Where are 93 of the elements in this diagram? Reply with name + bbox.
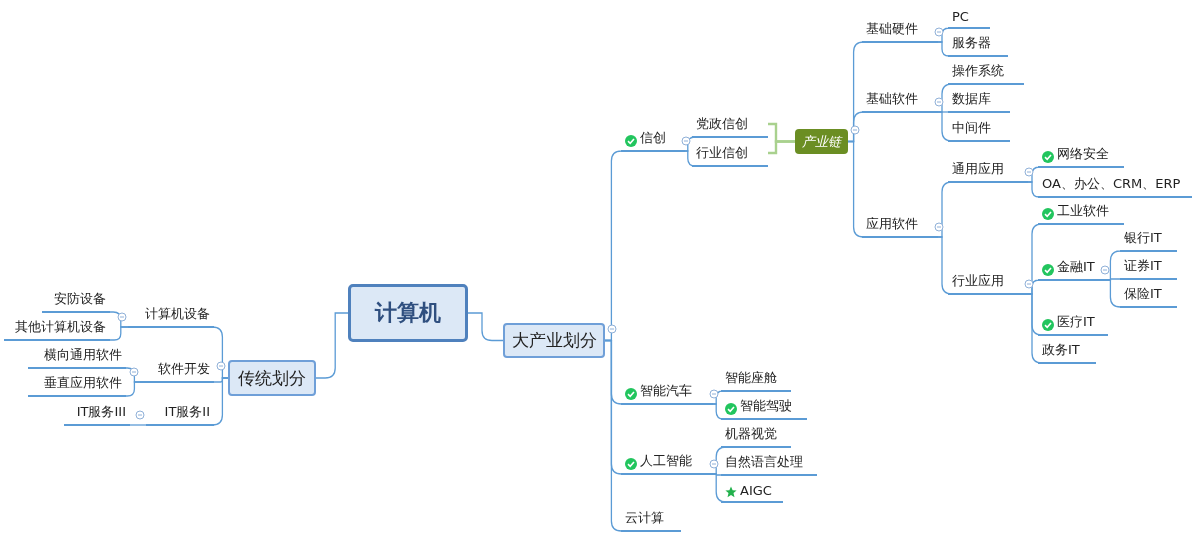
branch-topic bbox=[128, 306, 214, 328]
topic-text: 大产业划分 bbox=[511, 329, 597, 352]
topic-text: 产业链 bbox=[802, 132, 841, 151]
topic-text: 银行IT bbox=[1124, 229, 1162, 247]
branch-topic bbox=[1038, 176, 1192, 198]
topic-text: 操作系统 bbox=[952, 62, 1004, 80]
topic-text: 其他计算机设备 bbox=[15, 318, 106, 336]
branch-topic bbox=[1038, 146, 1124, 168]
branch-topic bbox=[1120, 286, 1177, 308]
topic-text: 行业信创 bbox=[696, 144, 748, 162]
topic-text: 信创 bbox=[640, 129, 666, 147]
topic-text: 工业软件 bbox=[1057, 202, 1109, 220]
topic-text: 软件开发 bbox=[158, 360, 210, 378]
connector-line bbox=[315, 312, 349, 379]
branch-topic bbox=[721, 398, 807, 420]
branch-topic bbox=[1120, 230, 1177, 252]
topic-text: 基础硬件 bbox=[866, 20, 918, 38]
connector-line bbox=[768, 140, 795, 155]
topic-text: AIGC bbox=[740, 483, 772, 498]
branch-topic bbox=[948, 161, 1028, 183]
topic-text: 计算机设备 bbox=[145, 305, 210, 323]
topic-text: 行业应用 bbox=[952, 272, 1004, 290]
topic-text: PC bbox=[952, 9, 969, 24]
connector-line bbox=[937, 41, 950, 57]
branch-topic bbox=[140, 361, 214, 383]
branch-topic bbox=[1038, 314, 1108, 336]
branch-topic bbox=[1038, 259, 1104, 281]
topic-text: 党政信创 bbox=[696, 115, 748, 133]
topic-text: 智能驾驶 bbox=[740, 397, 792, 415]
branch-topic bbox=[692, 116, 768, 138]
topic-text: 中间件 bbox=[952, 119, 991, 137]
branch-topic bbox=[862, 216, 938, 238]
branch-topic bbox=[948, 35, 1008, 57]
branch-topic bbox=[146, 404, 214, 426]
main-topic-box bbox=[503, 323, 605, 358]
branch-topic bbox=[1038, 342, 1096, 364]
connector-line bbox=[129, 424, 147, 426]
connector-line bbox=[211, 377, 229, 426]
connector-line bbox=[1103, 279, 1122, 308]
topic-text: 医疗IT bbox=[1057, 313, 1095, 331]
branch-topic bbox=[4, 319, 110, 341]
topic-text: 自然语言处理 bbox=[725, 453, 803, 471]
central-topic-box bbox=[348, 284, 468, 342]
topic-text: 保险IT bbox=[1124, 285, 1162, 303]
topic-text: 安防设备 bbox=[54, 290, 106, 308]
topic-text: 数据库 bbox=[952, 90, 991, 108]
branch-topic bbox=[692, 145, 768, 167]
branch-topic bbox=[1038, 203, 1124, 225]
branch-topic bbox=[948, 63, 1024, 85]
branch-topic bbox=[28, 375, 126, 397]
branch-topic bbox=[721, 454, 817, 476]
connector-line bbox=[109, 326, 129, 341]
topic-text: 智能座舱 bbox=[725, 369, 777, 387]
topic-text: IT服务II bbox=[164, 403, 210, 421]
topic-text: 计算机 bbox=[375, 299, 441, 327]
branch-topic bbox=[28, 347, 126, 369]
topic-text: 政务IT bbox=[1042, 341, 1080, 359]
topic-text: 智能汽车 bbox=[640, 382, 692, 400]
main-topic-box bbox=[228, 360, 316, 396]
branch-topic bbox=[621, 130, 685, 152]
topic-text: 人工智能 bbox=[640, 452, 692, 470]
topic-text: 服务器 bbox=[952, 34, 991, 52]
branch-topic bbox=[1120, 258, 1177, 280]
branch-topic bbox=[621, 453, 713, 475]
topic-text: 通用应用 bbox=[952, 160, 1004, 178]
connector-line bbox=[125, 381, 141, 397]
connector-line bbox=[604, 339, 623, 532]
topic-text: 垂直应用软件 bbox=[44, 374, 122, 392]
topic-text: IT服务III bbox=[76, 403, 126, 421]
branch-topic bbox=[621, 383, 713, 405]
branch-topic bbox=[721, 370, 791, 392]
topic-text: 基础软件 bbox=[866, 90, 918, 108]
branch-topic bbox=[948, 273, 1028, 295]
topic-text: 云计算 bbox=[625, 509, 664, 527]
connector-line bbox=[1027, 181, 1041, 198]
topic-text: 金融IT bbox=[1057, 258, 1095, 276]
branch-topic bbox=[64, 404, 130, 426]
topic-text: 证券IT bbox=[1124, 257, 1162, 275]
branch-topic bbox=[948, 91, 1010, 113]
summary-box bbox=[795, 129, 848, 154]
topic-text: 横向通用软件 bbox=[44, 346, 122, 364]
topic-text: 应用软件 bbox=[866, 215, 918, 233]
branch-topic bbox=[621, 510, 681, 532]
connector-line bbox=[847, 140, 865, 238]
topic-text: OA、办公、CRM、ERP bbox=[1042, 175, 1181, 193]
topic-text: 网络安全 bbox=[1057, 145, 1109, 163]
branch-topic bbox=[862, 21, 938, 43]
branch-topic bbox=[42, 291, 110, 313]
topic-text: 机器视觉 bbox=[725, 425, 777, 443]
branch-topic bbox=[721, 426, 791, 448]
branch-topic bbox=[862, 91, 938, 113]
topic-text: 传统划分 bbox=[238, 366, 306, 390]
branch-topic bbox=[948, 120, 1010, 142]
